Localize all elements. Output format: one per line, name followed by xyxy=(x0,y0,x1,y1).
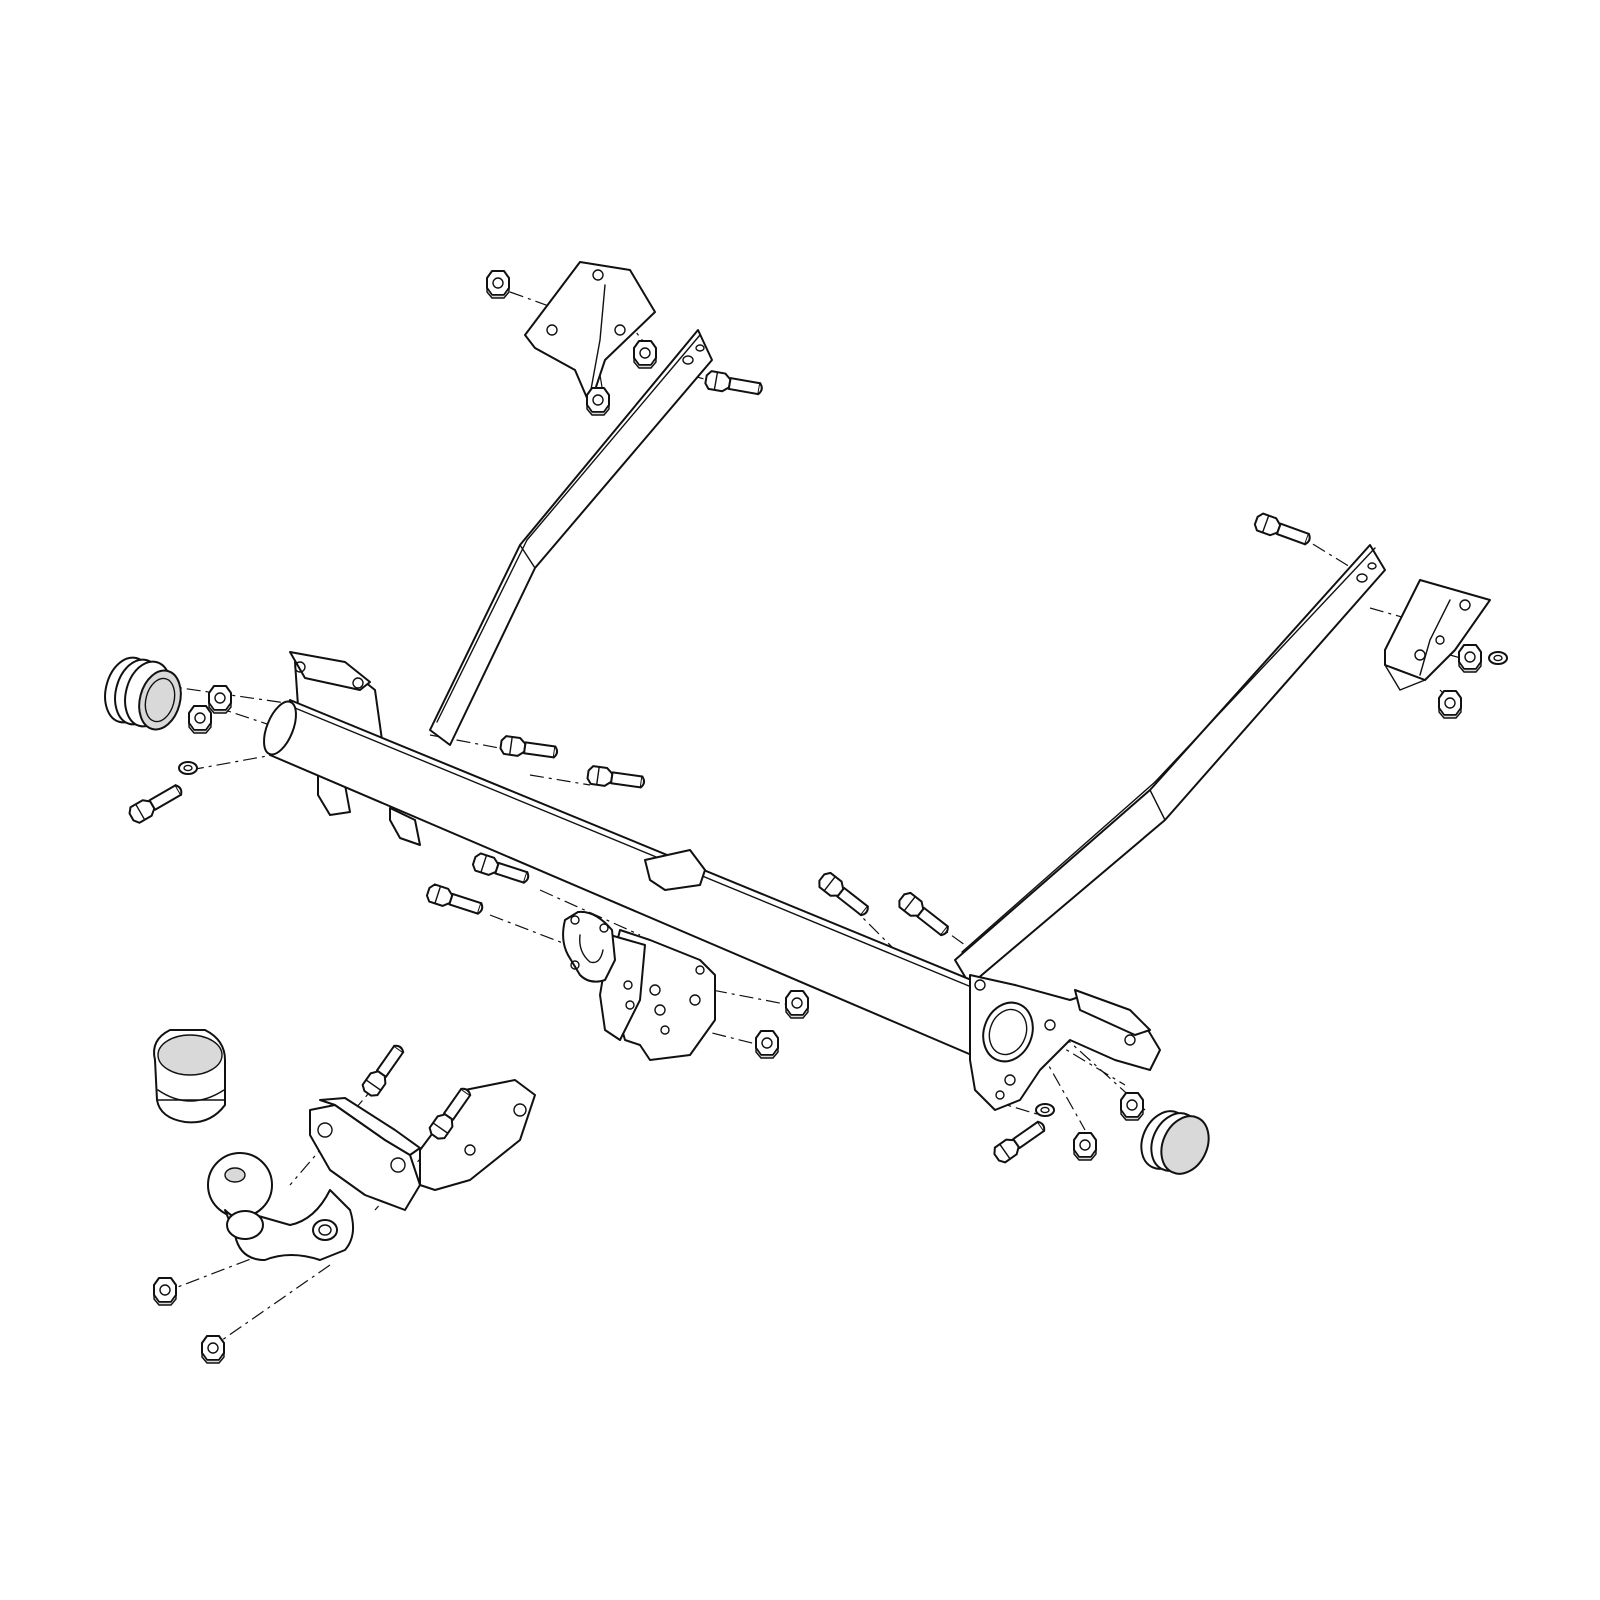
nut xyxy=(1438,690,1462,719)
nut xyxy=(1120,1092,1144,1121)
bolt xyxy=(585,764,647,793)
nut xyxy=(785,990,809,1019)
nut xyxy=(486,270,510,299)
washer xyxy=(1488,651,1508,665)
nut xyxy=(1073,1132,1097,1161)
bolt xyxy=(895,889,953,941)
nut xyxy=(755,1030,779,1059)
tow-ball-flange xyxy=(309,1079,536,1211)
nut xyxy=(188,705,212,734)
main-cross-tube xyxy=(263,699,1021,1066)
nut xyxy=(633,340,657,369)
bolt xyxy=(126,779,186,826)
right-end-cap xyxy=(1140,1110,1210,1175)
bolt xyxy=(359,1040,409,1100)
upper-right-chassis-bracket xyxy=(1384,579,1491,691)
washer xyxy=(1035,1103,1055,1117)
left-end-cap xyxy=(104,656,182,731)
bolt xyxy=(990,1116,1050,1166)
bolt xyxy=(815,869,873,921)
left-side-arm xyxy=(429,329,713,746)
nut xyxy=(153,1277,177,1306)
socket-plate xyxy=(562,910,616,983)
nut xyxy=(586,387,610,416)
washer xyxy=(178,761,198,775)
bolt xyxy=(703,369,765,399)
tow-ball-cover xyxy=(153,1029,226,1124)
bolt xyxy=(1252,511,1314,550)
upper-left-chassis-bracket xyxy=(524,261,656,406)
right-end-plate xyxy=(969,974,1161,1111)
bolt xyxy=(424,882,486,919)
right-side-arm xyxy=(954,544,1386,986)
nut xyxy=(208,685,232,714)
tow-ball-neck xyxy=(207,1152,355,1261)
nut xyxy=(1458,644,1482,673)
bolt xyxy=(498,734,560,763)
nut xyxy=(201,1335,225,1364)
